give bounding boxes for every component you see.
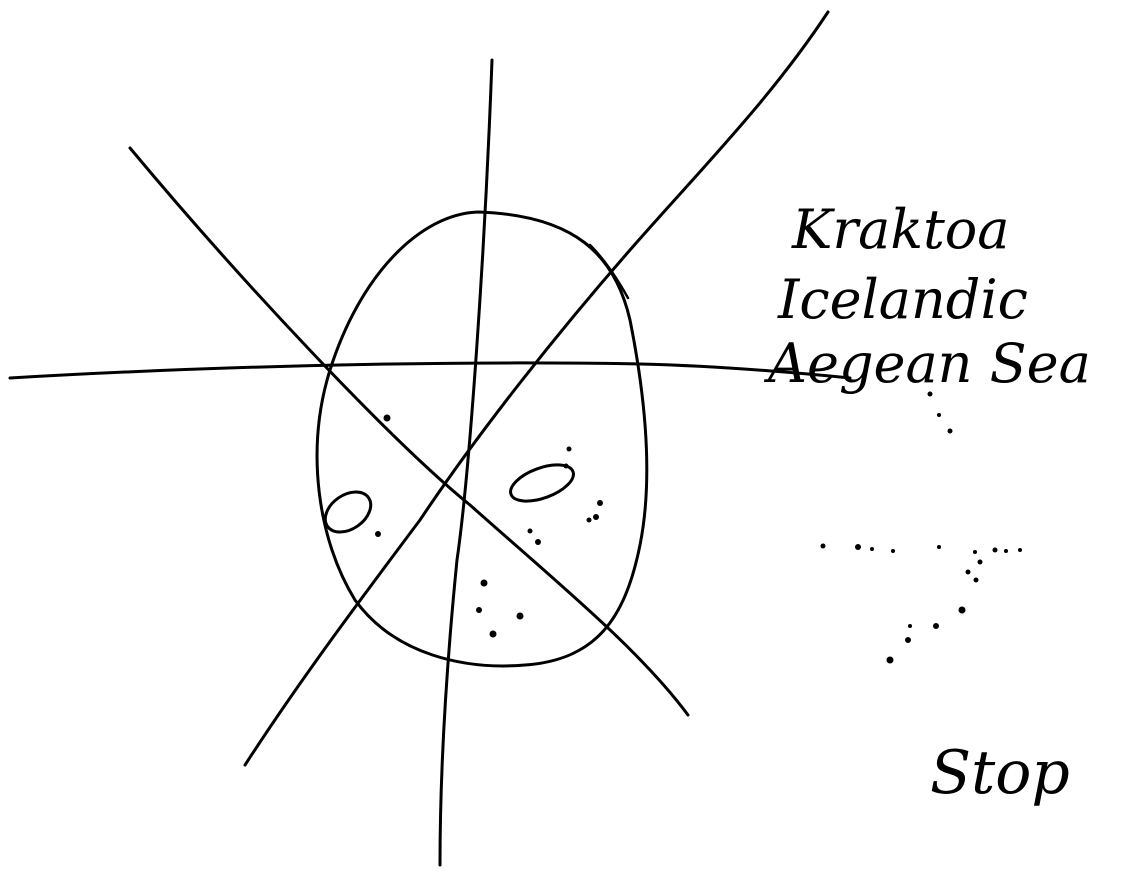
dots-scatter-right bbox=[821, 392, 1023, 664]
annotation-icelandic: Icelandic bbox=[777, 268, 1028, 331]
diagonal-line-ascending bbox=[245, 12, 828, 765]
annotation-aegean-sea: Aegean Sea bbox=[763, 332, 1091, 395]
signature-stop: Stop bbox=[930, 738, 1070, 808]
annotation-kraktoa: Kraktoa bbox=[791, 198, 1009, 261]
vertical-line bbox=[440, 60, 492, 865]
horizontal-line bbox=[10, 363, 850, 378]
dots-inside-oval bbox=[375, 415, 603, 638]
annotation-text-group: Kraktoa Icelandic Aegean Sea bbox=[763, 198, 1091, 395]
